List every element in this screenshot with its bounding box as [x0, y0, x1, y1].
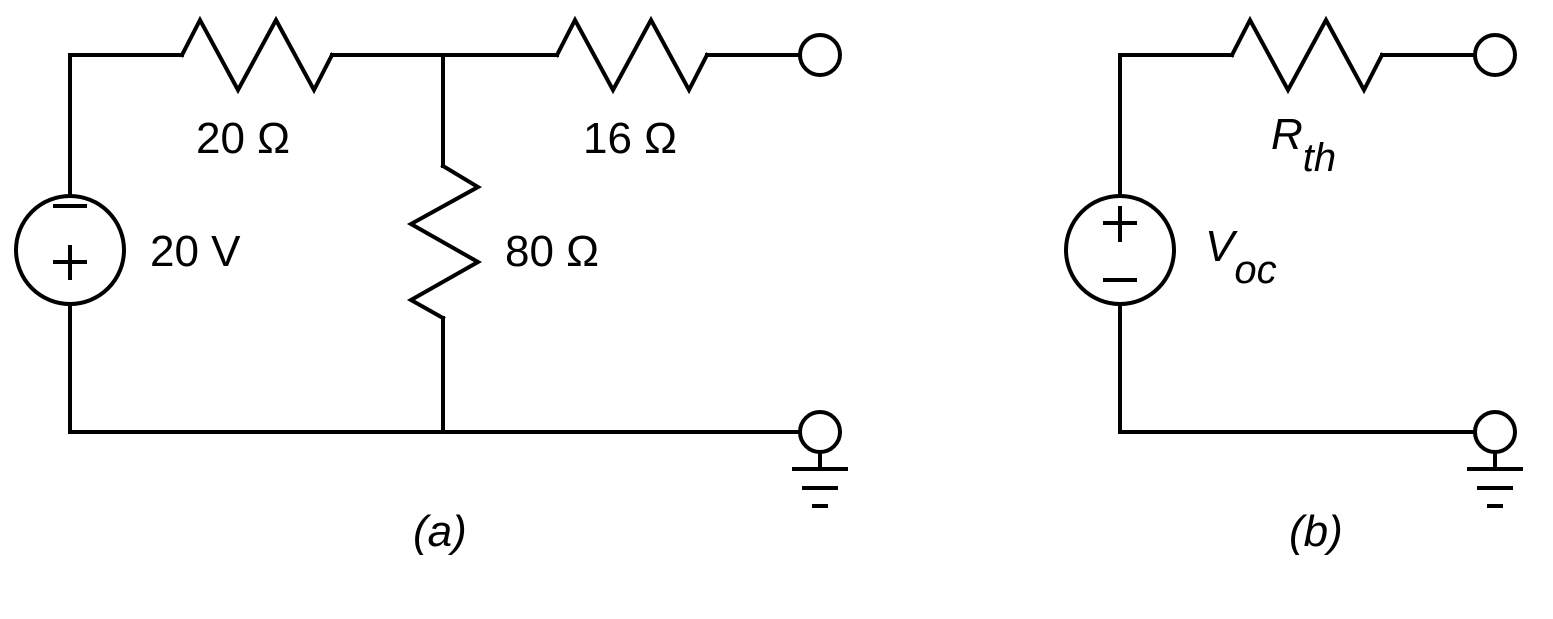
output-terminal-b — [1473, 33, 1517, 77]
circuit-b — [1064, 15, 1523, 508]
caption-a: (a) — [413, 507, 467, 556]
label-r-20-ohm: 20 Ω — [196, 114, 291, 163]
ground-terminal-b — [1473, 410, 1517, 454]
resistor-rth — [1229, 15, 1385, 95]
wire-a-top-left — [68, 53, 184, 198]
label-source-20v: 20 V — [150, 227, 241, 276]
label-rth-sub: th — [1302, 136, 1337, 180]
ground-icon — [792, 452, 848, 508]
label-r-80-ohm: 80 Ω — [505, 227, 600, 276]
label-voc-main: V — [1205, 222, 1235, 271]
wire-b-top-left — [1118, 53, 1234, 198]
label-r-16-ohm: 16 Ω — [583, 114, 678, 163]
label-rth: Rth — [1271, 110, 1336, 179]
ground-terminal-a — [798, 410, 842, 454]
wire-b-bottom — [1118, 302, 1477, 434]
label-voc-sub: oc — [1234, 248, 1277, 292]
output-terminal-a — [798, 33, 842, 77]
caption-b: (b) — [1289, 507, 1343, 556]
label-voc: Voc — [1205, 222, 1277, 291]
resistor-16-ohm — [554, 15, 710, 95]
wire-a-bottom — [68, 302, 802, 434]
resistor-20-ohm — [179, 15, 335, 95]
ground-icon — [1467, 452, 1523, 508]
label-rth-main: R — [1271, 110, 1303, 159]
resistor-80-ohm — [406, 163, 483, 321]
circuit-a — [14, 15, 848, 508]
